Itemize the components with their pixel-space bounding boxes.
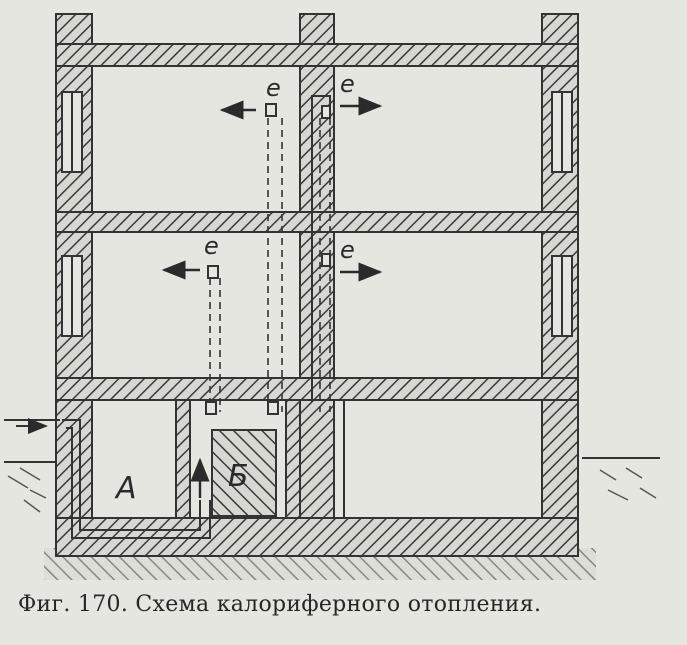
rooms xyxy=(91,65,543,519)
heater-chamber-b xyxy=(211,429,277,517)
windows xyxy=(61,91,573,337)
figure-caption: Фиг. 170. Схема калориферного отопления. xyxy=(18,592,542,617)
flow-arrows xyxy=(161,96,383,498)
outlet-grilles xyxy=(205,103,331,415)
chamber-a-label: А xyxy=(114,471,137,506)
chamber-b-label: Б xyxy=(228,459,249,494)
outlet-label-4: е xyxy=(340,236,355,264)
outlet-label-3: е xyxy=(340,70,355,98)
fresh-air-duct xyxy=(4,418,211,539)
outlet-label-1: е xyxy=(266,74,281,102)
warm-air-ducts xyxy=(209,118,331,412)
outlet-label-2: е xyxy=(204,232,219,260)
